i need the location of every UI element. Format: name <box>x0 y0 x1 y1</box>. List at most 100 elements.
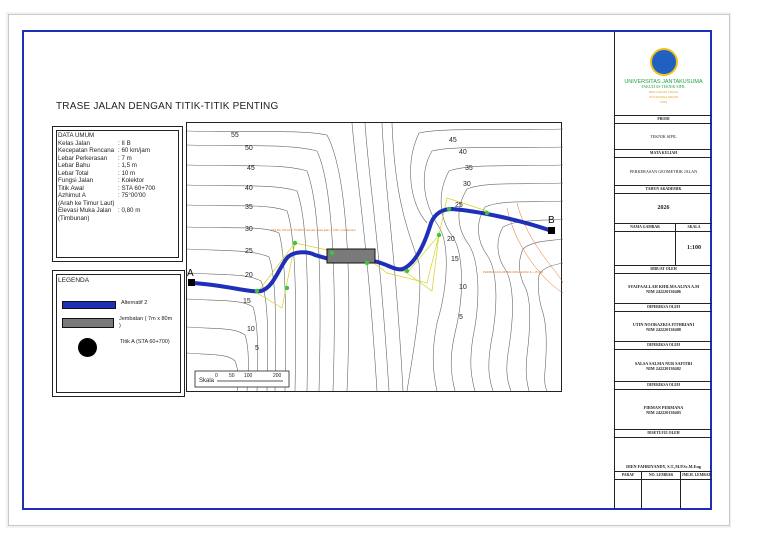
row-value: : 0,80 m <box>118 207 141 214</box>
contour-label: 45 <box>247 165 255 172</box>
diperiksa2-label: DIPERIKSA OLEH <box>615 342 712 350</box>
nama-gambar-value <box>615 231 676 266</box>
data-umum-inner-border <box>56 130 179 258</box>
skala-label: SKALA <box>687 225 701 229</box>
data-umum-row: Lebar Perkerasan : 7 m <box>58 155 155 163</box>
author3-name: SALSA SALMA NUR SAFITRI <box>634 360 693 366</box>
data-umum-row: Kelas Jalan: II B <box>58 140 155 148</box>
author3-cell: SALSA SALMA NUR SAFITRI NIM 242220130402 <box>615 350 712 382</box>
legend-title: LEGENDA <box>58 277 90 284</box>
nama-gambar-label: NAMA GAMBAR <box>615 223 676 232</box>
contour-label: 20 <box>245 272 253 279</box>
route-map: A B 55 50 45 40 35 30 25 20 15 10 5 45 4… <box>186 122 563 392</box>
sheet-info-header: PARAF NO. LEMBAR JMLH. LEMBAR <box>615 471 712 480</box>
paraf-value <box>615 480 642 509</box>
legend-inner-border <box>56 274 181 393</box>
contour-label: 15 <box>243 298 251 305</box>
data-umum-text: DATA UMUM Kelas Jalan: II B Kecepatan Re… <box>58 132 155 222</box>
data-umum-row: Fungsi Jalan : Kolektor <box>58 177 155 185</box>
contour-label: 10 <box>459 284 467 291</box>
no-lembar-label: NO. LEMBAR <box>642 471 681 480</box>
disetujui-label: DISETUJUI OLEH <box>615 430 712 438</box>
contour-label: 5 <box>459 314 463 321</box>
row-key: Fungsi Jalan <box>58 177 94 184</box>
tahun-akademik-label: TAHUN AKADEMIK <box>615 186 712 194</box>
author1-nim: NIM 242220130406 <box>646 288 681 294</box>
note-right: PERMUKAAN AIR BANJIR ELEVASI 3 + 15.000 <box>483 270 543 274</box>
faculty-sub2: NUSANTARA INDAH <box>649 95 678 99</box>
legend-point-a-label: Titik A (STA 60+700) <box>120 339 170 345</box>
data-umum-row: Lebar Bahu: 1,5 m <box>58 162 155 170</box>
legend-point-a-symbol <box>78 338 97 357</box>
author1-cell: SYAIFAALLAH KHILMA ALIYA A.M NIM 2422201… <box>615 274 712 304</box>
scale-bar-box <box>194 370 290 388</box>
contour-label: 5 <box>255 345 259 352</box>
contour-label: 15 <box>451 256 459 263</box>
contour-label: 25 <box>245 248 253 255</box>
contour-label: 40 <box>245 185 253 192</box>
author4-name: FIRMAN PERMANA <box>643 404 684 410</box>
tahun-akademik-value: 2026 <box>615 194 712 224</box>
point-b-label: B <box>548 215 555 226</box>
legend-bridge-label: Jembatan ( 7m x 80m ) <box>119 316 173 329</box>
row-key: (Arah ke Timur Laut) <box>58 199 115 207</box>
data-umum-row: Titik Awal: STA 60+700 <box>58 185 155 193</box>
nama-skala-values: 1:100 <box>615 231 712 266</box>
sheet-info-values <box>615 480 712 509</box>
contour-labels-right: 45 40 35 30 25 20 15 10 5 <box>447 137 473 321</box>
drawing-frame <box>22 30 712 510</box>
row-key: Lebar Perkerasan <box>58 154 108 162</box>
note-left: STA 60+700 AZ = 75°00'00" Elevasi muka j… <box>271 228 356 232</box>
row-value: : STA 60+700 <box>118 184 156 192</box>
title-block: UNIVERSITAS JANTAKUSUMA FAKULTAS TEKNIK … <box>614 32 712 509</box>
contour-label: 10 <box>247 326 255 333</box>
author4-nim: NIM 242220130403 <box>646 409 681 415</box>
row-key: (Timbunan) <box>58 214 90 222</box>
contour-label: 20 <box>447 236 455 243</box>
contour-label: 45 <box>449 137 457 144</box>
university-name: UNIVERSITAS JANTAKUSUMA <box>624 79 703 85</box>
legend-alt2-label: Alternatif 2 <box>121 300 148 306</box>
row-value: : Kolektor <box>118 177 145 184</box>
data-umum-heading: DATA UMUM <box>58 132 95 139</box>
data-umum-box: DATA UMUM Kelas Jalan: II B Kecepatan Re… <box>52 126 183 262</box>
point-b-marker <box>548 227 555 234</box>
row-key: Kecepatan Rencana <box>58 147 115 154</box>
point-a-label: A <box>187 268 194 279</box>
author2-cell: UTIN NOORAZKIA FITHRIANI NIM 24222013040… <box>615 312 712 342</box>
scale-tick: 0 <box>215 373 218 379</box>
contour-lines <box>187 123 563 392</box>
point-a-marker <box>188 279 195 286</box>
paraf-label: PARAF <box>615 471 642 480</box>
scale-tick: 200 <box>273 373 282 379</box>
prodi-value: TEKNIK SIPIL <box>615 124 712 150</box>
legend-bridge-swatch <box>62 318 114 328</box>
contour-map-svg: A B 55 50 45 40 35 30 25 20 15 10 5 45 4… <box>187 123 563 392</box>
row-key: Kelas Jalan <box>58 139 90 147</box>
row-key: Elevasi Muka Jalan <box>58 207 112 214</box>
university-cell: UNIVERSITAS JANTAKUSUMA FAKULTAS TEKNIK … <box>615 32 712 116</box>
route-alternative-2 <box>191 206 553 294</box>
contour-labels-left: 55 50 45 40 35 30 25 20 15 10 5 <box>231 132 259 352</box>
row-value: : 75°00'00 <box>118 192 146 199</box>
scale-tick: 50 <box>229 373 235 379</box>
faculty-sub1: PERGURUAN TINGGI <box>648 90 679 94</box>
diperiksa1-label: DIPERIKSA OLEH <box>615 304 712 312</box>
bridge-symbol <box>326 248 376 264</box>
scale-label: Skala <box>199 378 215 384</box>
contour-label: 50 <box>245 145 253 152</box>
data-umum-row: Azhimut A : 75°00'00 <box>58 192 155 200</box>
row-value: : 60 km/jam <box>118 147 150 154</box>
jml-lembar-label: JMLH. LEMBAR <box>681 473 712 477</box>
data-umum-row: Lebar Total: 10 m <box>58 170 155 178</box>
diperiksa3-label: DIPERIKSA OLEH <box>615 382 712 390</box>
row-key: Azhimut A <box>58 192 86 199</box>
row-value: : 1,5 m <box>118 162 137 169</box>
legend-box: LEGENDA Alternatif 2 Jembatan ( 7m x 80m… <box>52 270 185 397</box>
faculty-name: FAKULTAS TEKNIK SIPIL <box>641 85 686 89</box>
data-umum-row: Elevasi Muka Jalan : 0,80 m <box>58 207 155 215</box>
contour-label: 35 <box>465 165 473 172</box>
contour-label: 40 <box>459 149 467 156</box>
dibuat-oleh-label: DIBUAT OLEH <box>615 266 712 274</box>
row-value: : 7 m <box>118 154 132 162</box>
